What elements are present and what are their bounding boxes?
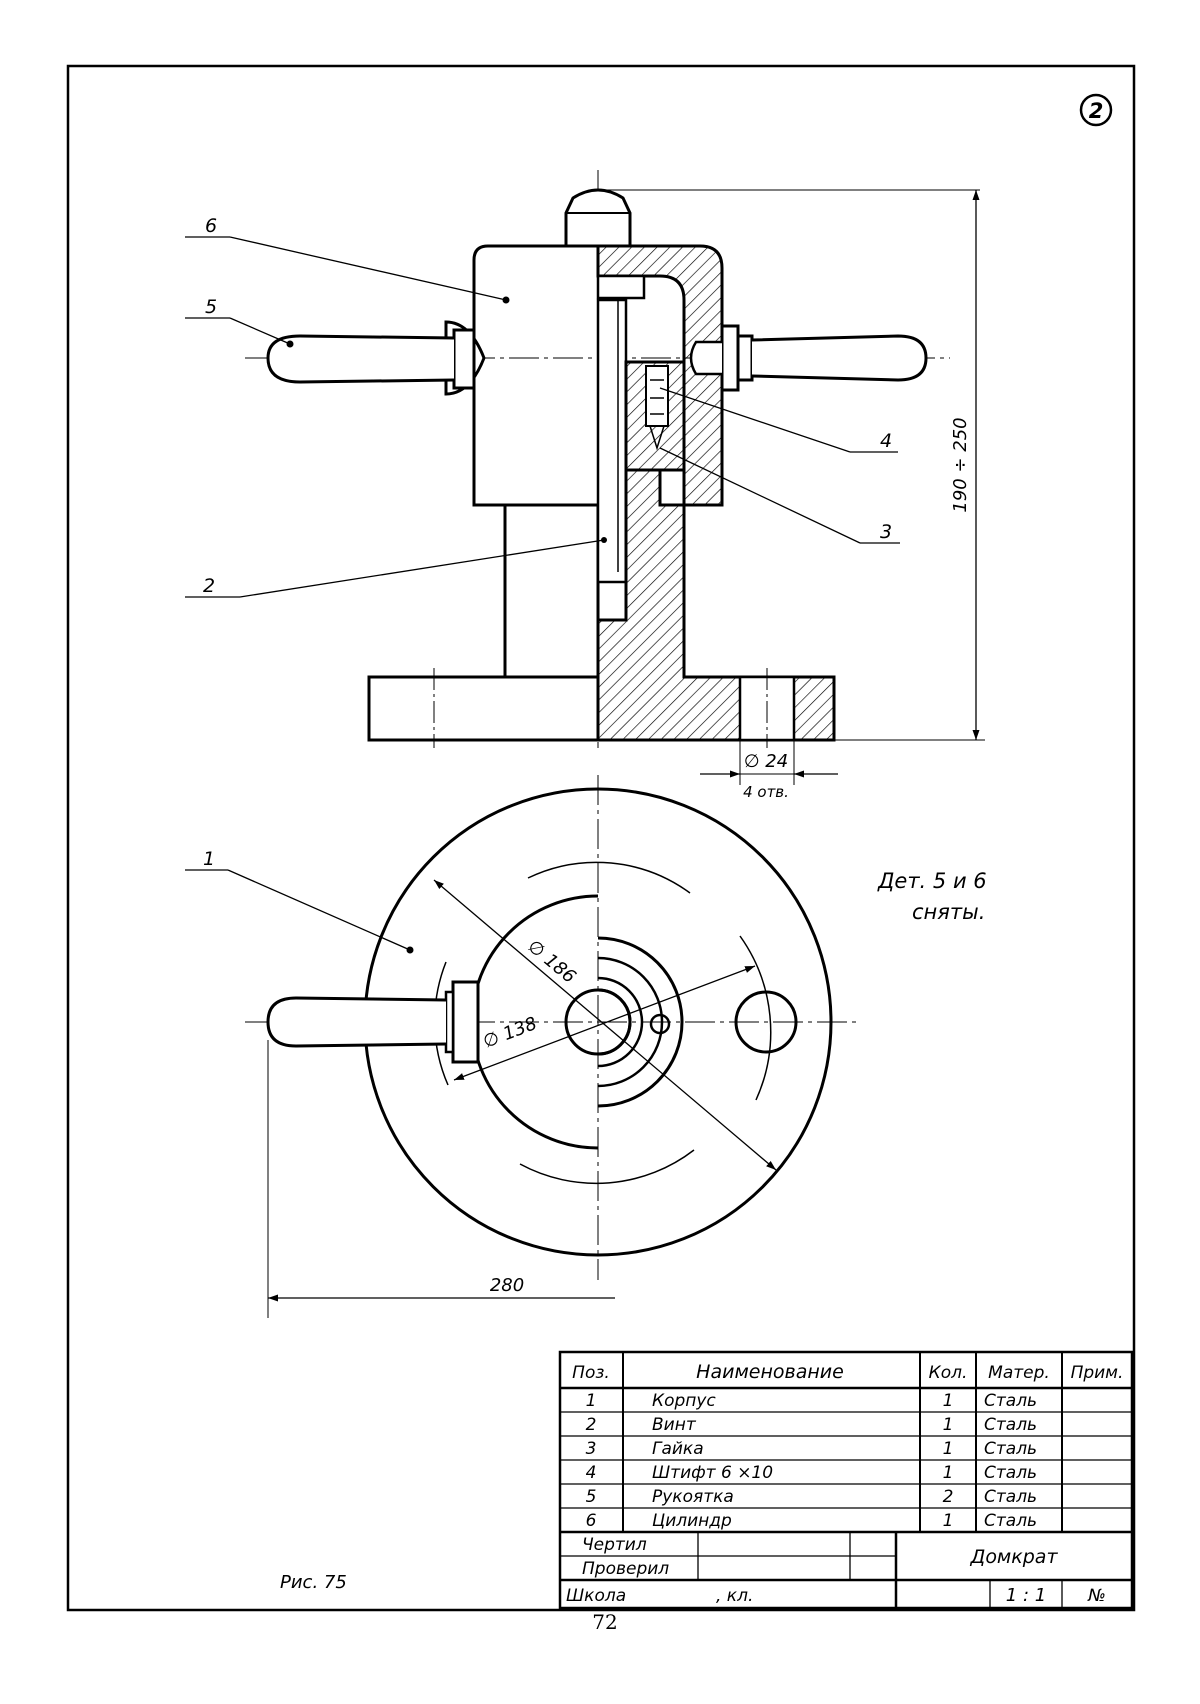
diameter-138-label: ∅ 138	[480, 1013, 540, 1053]
row-qty: 1	[943, 1463, 954, 1483]
row-name: Цилиндр	[652, 1511, 732, 1531]
row-pos: 4	[586, 1463, 597, 1483]
drawing-scale: 1 : 1	[1006, 1585, 1046, 1606]
row-material: Сталь	[984, 1439, 1037, 1459]
table-row: 3 Гайка 1 Сталь	[586, 1439, 1037, 1459]
sheet-number-badge: 2	[1079, 93, 1113, 127]
row-qty: 1	[943, 1415, 954, 1435]
title-block-school: Школа	[566, 1586, 626, 1606]
figure-caption: Рис. 75	[280, 1572, 347, 1593]
width-280-label: 280	[490, 1275, 524, 1296]
row-material: Сталь	[984, 1463, 1037, 1483]
row-pos: 5	[586, 1487, 597, 1507]
callout-leaders	[185, 236, 900, 951]
row-qty: 2	[943, 1487, 954, 1507]
parts-table	[558, 1350, 1134, 1610]
row-qty: 1	[943, 1439, 954, 1459]
callout-4: 4	[880, 430, 892, 452]
row-name: Корпус	[652, 1391, 716, 1411]
row-name: Рукоятка	[652, 1487, 734, 1507]
row-pos: 3	[586, 1439, 597, 1459]
row-material: Сталь	[984, 1391, 1037, 1411]
callout-6: 6	[205, 215, 217, 237]
front-view	[245, 170, 985, 785]
drawing-number: №	[1087, 1586, 1106, 1606]
callout-5: 5	[205, 296, 217, 318]
top-view	[245, 775, 860, 1318]
removed-parts-note-line2: сняты.	[912, 900, 985, 924]
title-block-class: , кл.	[716, 1586, 753, 1606]
title-block-drew: Чертил	[582, 1535, 647, 1555]
table-header-material: Матер.	[988, 1363, 1050, 1383]
row-qty: 1	[943, 1511, 954, 1531]
row-pos: 6	[586, 1511, 597, 1531]
row-name: Гайка	[652, 1439, 704, 1459]
drawing-title: Домкрат	[969, 1546, 1058, 1568]
row-material: Сталь	[984, 1511, 1037, 1531]
table-row: 2 Винт 1 Сталь	[586, 1415, 1037, 1435]
table-row: 1 Корпус 1 Сталь	[586, 1391, 1037, 1411]
row-material: Сталь	[984, 1487, 1037, 1507]
row-name: Винт	[652, 1415, 697, 1435]
sheet-number: 2	[1089, 99, 1104, 123]
row-name: Штифт 6 ×10	[652, 1463, 773, 1483]
table-header-qty: Кол.	[929, 1363, 968, 1383]
table-row: 4 Штифт 6 ×10 1 Сталь	[586, 1463, 1037, 1483]
callout-1: 1	[203, 848, 215, 870]
table-header-note: Прим.	[1071, 1363, 1124, 1383]
hole-diameter-label: ∅ 24	[744, 751, 788, 772]
page-number: 72	[592, 1610, 618, 1634]
row-qty: 1	[943, 1391, 954, 1411]
title-block-checked: Проверил	[582, 1559, 669, 1579]
row-pos: 2	[586, 1415, 597, 1435]
table-row: 6 Цилиндр 1 Сталь	[586, 1511, 1037, 1531]
row-material: Сталь	[984, 1415, 1037, 1435]
row-pos: 1	[586, 1391, 597, 1411]
height-dimension-label: 190 ÷ 250	[950, 417, 971, 512]
callout-2: 2	[203, 575, 215, 597]
callout-dots	[286, 296, 607, 954]
table-row: 5 Рукоятка 2 Сталь	[586, 1487, 1037, 1507]
drawing-frame	[66, 64, 1136, 1612]
table-header-name: Наименование	[696, 1361, 844, 1383]
removed-parts-note-line1: Дет. 5 и 6	[877, 869, 987, 893]
hole-count-label: 4 отв.	[743, 783, 789, 801]
callout-3: 3	[880, 521, 892, 543]
table-header-pos: Поз.	[572, 1363, 610, 1383]
